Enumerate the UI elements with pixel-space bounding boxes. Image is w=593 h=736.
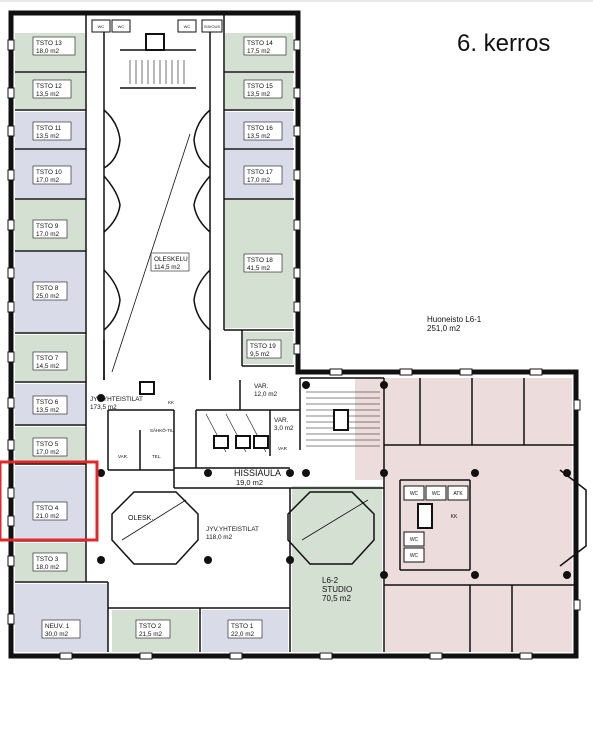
octagons [111,491,375,565]
jyv-north-area: 173,5 m2 [90,404,117,411]
var1-name: VAR. [254,383,269,390]
tsto19-area: 9,5 m2 [250,351,270,358]
apartment-service-rooms [403,485,469,563]
var1-area: 12,0 m2 [254,391,278,398]
wc-label: WC [410,537,419,543]
fill-neuv1 [15,584,108,652]
columns [97,381,571,579]
neuv1-area: 30,0 m2 [45,631,69,638]
tsto17-area: 17,0 m2 [247,177,271,184]
tsto19-name: TSTO 19 [250,343,276,350]
tsto7-name: TSTO 7 [36,355,59,362]
tsto1-name: TSTO 1 [231,623,254,630]
tsto2-area: 21,5 m2 [139,631,163,638]
apartment-label: Huoneisto L6-1 251,0 m2 [427,315,481,333]
studio-name: L6-2 [322,576,339,585]
tsto12-area: 13,5 m2 [36,91,60,98]
tsto13-name: TSTO 13 [36,40,62,47]
tsto17-name: TSTO 17 [247,169,273,176]
interior-walls [15,13,587,652]
wc-label: WC [184,24,191,29]
wc-label: WC [410,491,419,497]
neuv1-name: NEUV. 1 [45,623,70,630]
var-small-label: VAR. [118,454,128,459]
oleskelu-area: 114,5 m2 [154,264,181,271]
tsto3-name: TSTO 3 [36,556,59,563]
tsto5-area: 17,0 m2 [36,449,60,456]
tel-label: TEL. [152,454,162,459]
tsto16-name: TSTO 16 [247,125,273,132]
apartment-service-labels: WC WC ATK WC WC KK [410,491,464,559]
studio-area: 70,5 m2 [322,594,351,603]
tsto9-name: TSTO 9 [36,223,59,230]
apartment-name: Huoneisto L6-1 [427,315,482,324]
tsto10-name: TSTO 10 [36,169,62,176]
tsto6-area: 13,5 m2 [36,407,60,414]
tsto13-area: 18,0 m2 [36,48,60,55]
olesk-name: OLESK. [128,515,153,522]
kk-label: KK [451,514,458,520]
tsto14-area: 17,5 m2 [247,48,271,55]
tsto8-area: 25,0 m2 [36,293,60,300]
floor-title: 6. kerros [457,30,551,57]
wc-label: WC [410,553,419,559]
wc-label: WC [98,24,105,29]
studio-labels: L6-2 STUDIO 70,5 m2 [322,576,352,603]
jyv-south-name: JYV.YHTEISTILAT [206,526,259,533]
top-service-rooms [91,19,223,51]
tsto3-area: 18,0 m2 [36,564,60,571]
tsto15-area: 13,5 m2 [247,91,271,98]
tsto8-name: TSTO 8 [36,285,59,292]
wc-label: WC [432,491,441,497]
common-labels: OLESKELU 114,5 m2 JYV.YHTEISTILAT 173,5 … [90,252,294,541]
top-edge [0,0,593,2]
fill-studio [292,486,382,652]
var2-name: VAR. [274,417,289,424]
highlight-box [0,460,99,542]
sahko-label: SÄHKÖ-TIL. [150,427,175,433]
tsto4-name: TSTO 4 [36,505,59,512]
var-label: VAR [278,446,288,451]
tsto11-name: TSTO 11 [36,125,62,132]
tsto4-area: 21,0 m2 [36,513,60,520]
tsto11-area: 13,5 m2 [36,133,60,140]
tsto1-area: 22,0 m2 [231,631,255,638]
jyv-south-area: 118,0 m2 [206,534,233,541]
tsto10-area: 17,0 m2 [36,177,60,184]
fill-apartment [355,378,572,652]
top-service-labels: WC WC WC SIIVOUS [98,24,221,29]
tsto15-name: TSTO 15 [247,83,273,90]
tsto14-name: TSTO 14 [247,40,273,47]
tsto16-area: 13,5 m2 [247,133,271,140]
tsto2-name: TSTO 2 [139,623,162,630]
kk-label: KK [168,400,174,405]
windows [7,39,581,660]
outer-walls [8,10,579,659]
tsto6-name: TSTO 6 [36,399,59,406]
hissiaula-name: HISSIAULA [234,468,281,478]
tsto18-name: TSTO 18 [247,257,273,264]
hissiaula-area: 19,0 m2 [236,478,263,487]
var2-area: 3,0 m2 [274,425,294,432]
core-small-labels: SÄHKÖ-TIL. TEL. VAR. VAR KK [118,400,288,459]
wc-label: WC [118,24,125,29]
tsto5-name: TSTO 5 [36,441,59,448]
studio-sub: STUDIO [322,585,352,594]
siivous-label: SIIVOUS [204,24,221,29]
tsto12-name: TSTO 12 [36,83,62,90]
hissiaula-labels: HISSIAULA 19,0 m2 [234,468,281,487]
elevators [139,381,433,529]
office-labels: TSTO 13 18,0 m2 TSTO 12 13,5 m2 TSTO 11 … [32,36,287,639]
room-fills [15,33,572,652]
oleskelu-name: OLESKELU [154,256,188,263]
tsto9-area: 17,0 m2 [36,231,60,238]
tsto7-area: 14,5 m2 [36,363,60,370]
corridor-arches [103,109,211,380]
tsto18-area: 41,5 m2 [247,265,271,272]
jyv-north-name: JYV.YHTEISTILAT [90,396,143,403]
atk-label: ATK [453,491,463,497]
apartment-area: 251,0 m2 [427,324,461,333]
